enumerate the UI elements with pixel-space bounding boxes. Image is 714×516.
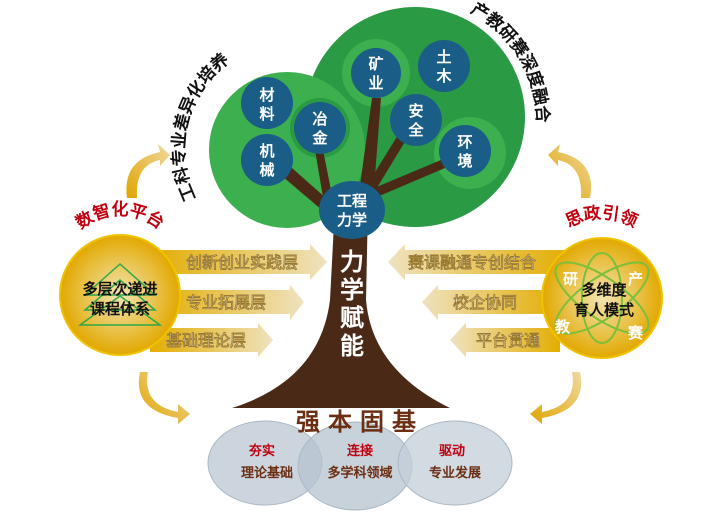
node-text: 料 <box>259 105 274 123</box>
base-object: 多学科领域 <box>327 465 392 481</box>
base-object: 理论基础 <box>241 465 293 481</box>
base-verb: 驱动 <box>439 444 465 459</box>
curved-arrow-icon <box>126 144 170 198</box>
corner-industry: 产 <box>628 270 643 288</box>
left-course-system-circle: 多层次递进 课程体系 <box>59 234 181 356</box>
circle-text: 多层次递进 <box>82 280 157 298</box>
discipline-node-materials[interactable]: 材 料 <box>241 77 293 129</box>
circle-text: 多维度 <box>581 281 627 299</box>
discipline-node-safety[interactable]: 安 全 <box>390 94 442 146</box>
trunk-char: 能 <box>340 331 364 360</box>
node-text: 全 <box>407 121 424 139</box>
right-title: 思政引领 <box>563 202 641 232</box>
trunk-label: 力 学 赋 能 <box>340 247 364 360</box>
discipline-node-mechanical[interactable]: 机 械 <box>241 134 293 186</box>
arrow-label: 专业拓展层 <box>186 293 266 312</box>
discipline-node-metallurgy[interactable]: 冶 金 <box>294 102 346 154</box>
arrow-left-1 <box>388 244 570 280</box>
curved-arrow-icon <box>530 372 582 424</box>
node-text: 境 <box>457 152 472 170</box>
base-ellipse-3 <box>397 420 513 506</box>
discipline-node-civil[interactable]: 土 木 <box>418 40 470 92</box>
base-title: 强本固基 <box>296 407 424 436</box>
trunk-char: 学 <box>340 275 364 304</box>
node-text: 力学 <box>337 211 367 229</box>
circle-text: 课程体系 <box>90 300 150 318</box>
node-text: 材 <box>259 86 274 104</box>
trunk-char: 力 <box>340 247 364 276</box>
node-text: 安 <box>408 102 423 120</box>
corner-teaching: 教 <box>554 318 571 336</box>
circle-text: 育人模式 <box>574 301 634 319</box>
arrow-right-2 <box>150 285 304 320</box>
node-text: 环 <box>457 133 472 151</box>
discipline-node-mining[interactable]: 矿 业 <box>351 48 401 98</box>
arrow-left-2 <box>422 285 560 320</box>
curved-arrow-icon <box>138 372 190 424</box>
node-text: 矿 <box>368 55 383 73</box>
base-verb: 夯实 <box>248 443 275 459</box>
curved-arrow-icon <box>548 144 592 198</box>
tree-trunk <box>232 205 450 408</box>
arrow-right-1 <box>150 244 327 280</box>
base-ellipses <box>207 420 513 511</box>
node-text: 木 <box>435 67 452 85</box>
corner-competition: 赛 <box>627 324 644 342</box>
atom-icon <box>554 252 650 344</box>
node-text: 械 <box>259 161 274 179</box>
base-verb: 连接 <box>347 443 373 459</box>
corner-research: 研 <box>563 270 578 288</box>
node-text: 工程 <box>337 192 367 210</box>
arrow-label: 创新创业实践层 <box>185 253 298 272</box>
arrow-right-3 <box>150 323 273 357</box>
trunk-char: 赋 <box>340 303 364 332</box>
arrow-label: 基础理论层 <box>165 331 246 350</box>
node-text: 机 <box>259 142 274 160</box>
triangle-layers-icon <box>77 262 163 326</box>
left-title: 数智化平台 <box>72 199 168 233</box>
right-education-model-circle: 多维度 育人模式 研 产 教 赛 <box>541 237 663 359</box>
arrow-label: 校企协同 <box>453 293 517 312</box>
node-text: 业 <box>368 74 383 92</box>
core-node-engineering-mechanics[interactable]: 工程 力学 <box>319 181 385 239</box>
left-arrows <box>150 244 327 357</box>
arrow-left-3 <box>450 323 560 357</box>
discipline-node-environment[interactable]: 环 境 <box>439 125 491 177</box>
cycle-arrows <box>126 144 592 424</box>
arrow-label: 平台贯通 <box>476 331 540 350</box>
node-text: 冶 <box>312 110 327 128</box>
base-object: 专业发展 <box>429 465 482 481</box>
node-text: 金 <box>311 129 328 147</box>
arrow-label: 赛课融通专创结合 <box>407 253 537 272</box>
node-text: 土 <box>436 48 451 66</box>
right-arrows <box>388 244 570 357</box>
